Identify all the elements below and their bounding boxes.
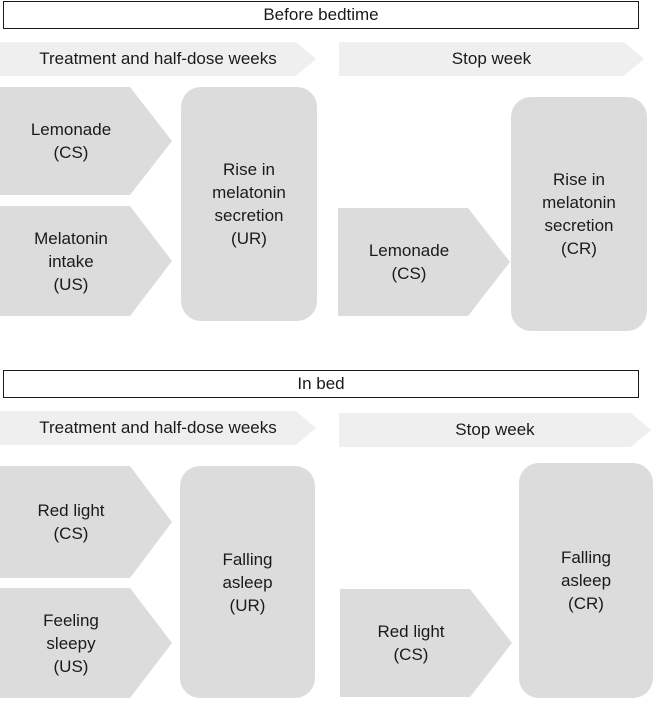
stop-cs-arrow-lemonade: Lemonade (CS) bbox=[338, 208, 510, 316]
cs-arrow-lemonade: Lemonade (CS) bbox=[0, 87, 172, 195]
cs-arrow-red-light: Red light (CS) bbox=[0, 466, 172, 578]
banner-stop-week-2: Stop week bbox=[339, 413, 651, 447]
us-arrow-melatonin-intake: Melatonin intake (US) bbox=[0, 206, 172, 316]
us-arrow-feeling-sleepy: Feeling sleepy (US) bbox=[0, 588, 172, 698]
stop-cs-label-2: Red light (CS) bbox=[377, 622, 445, 664]
us-label-2: Feeling sleepy (US) bbox=[43, 610, 99, 676]
ur-box-melatonin-secretion: Rise in melatonin secretion (UR) bbox=[181, 87, 317, 321]
cs-label-2: Red light (CS) bbox=[37, 501, 105, 543]
banner-treatment-weeks: Treatment and half-dose weeks bbox=[0, 42, 316, 76]
section-title-in-bed: In bed bbox=[3, 370, 639, 398]
stop-cs-label: Lemonade (CS) bbox=[368, 241, 450, 283]
ur-box-falling-asleep: Falling asleep (UR) bbox=[180, 466, 315, 698]
cs-label: Lemonade (CS) bbox=[30, 120, 112, 162]
us-label: Melatonin intake (US) bbox=[34, 228, 108, 294]
cr-box-melatonin-secretion: Rise in melatonin secretion (CR) bbox=[511, 97, 647, 331]
banner-treatment-weeks-2: Treatment and half-dose weeks bbox=[0, 411, 316, 445]
stop-cs-arrow-red-light: Red light (CS) bbox=[340, 589, 512, 697]
section-title-before-bedtime: Before bedtime bbox=[3, 1, 639, 29]
banner-stop-week: Stop week bbox=[339, 42, 644, 76]
cr-box-falling-asleep: Falling asleep (CR) bbox=[519, 463, 653, 698]
